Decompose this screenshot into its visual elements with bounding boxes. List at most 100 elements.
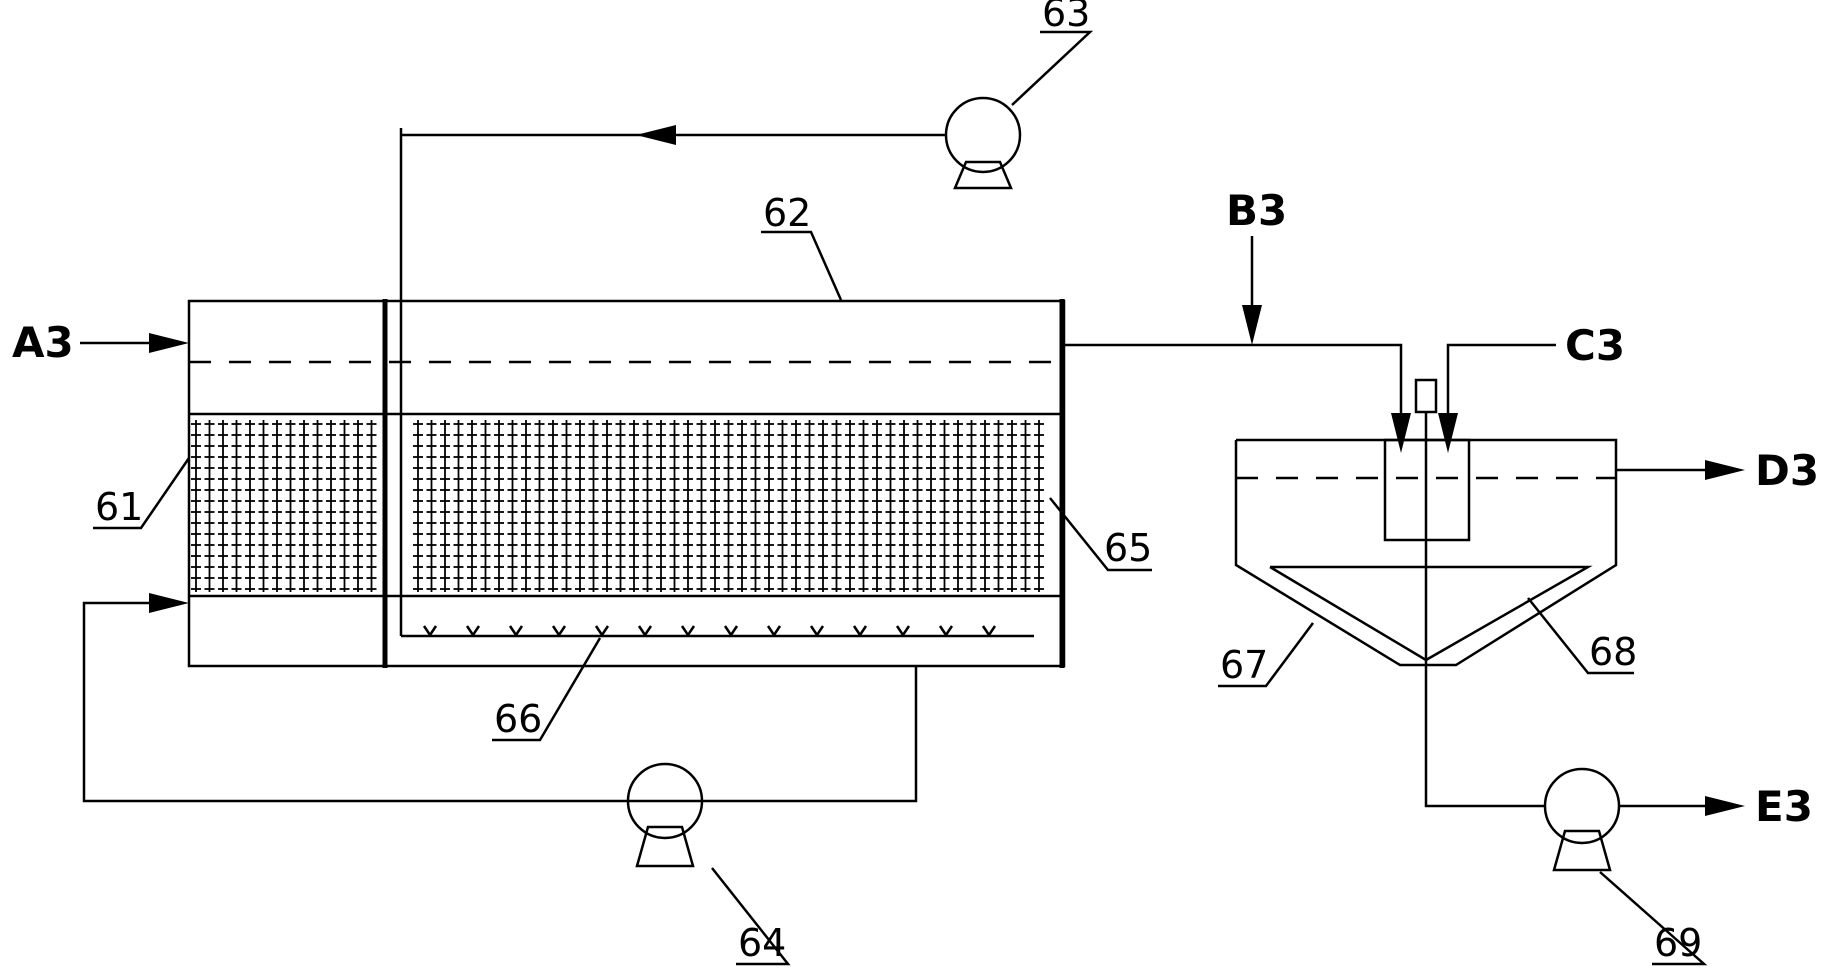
media-strand bbox=[602, 420, 612, 592]
media-strand bbox=[966, 420, 977, 592]
label-69: 69 bbox=[1654, 921, 1702, 965]
media-strand bbox=[804, 420, 815, 592]
media-strand bbox=[791, 420, 801, 592]
media-strand bbox=[453, 420, 464, 592]
label-68: 68 bbox=[1589, 630, 1637, 674]
media-strand bbox=[548, 420, 558, 592]
leader-65 bbox=[1049, 497, 1152, 572]
media-strand bbox=[656, 420, 666, 592]
leader-69 bbox=[1599, 871, 1708, 966]
media-strand bbox=[845, 420, 855, 592]
label-65: 65 bbox=[1104, 526, 1152, 570]
media-strand bbox=[885, 420, 896, 592]
media-strand bbox=[366, 420, 377, 592]
media-strand bbox=[191, 420, 201, 592]
diffuser-nozzle bbox=[508, 625, 524, 638]
media-strand bbox=[521, 420, 531, 592]
diffuser-nozzle bbox=[637, 625, 653, 638]
label-c3: C3 bbox=[1565, 321, 1625, 370]
label-a3: A3 bbox=[12, 318, 74, 367]
media-strand bbox=[669, 420, 680, 592]
media-strand bbox=[912, 420, 923, 592]
flow-arrow-left bbox=[636, 125, 676, 145]
media-strand bbox=[737, 420, 747, 592]
influent-a3-line bbox=[80, 333, 189, 353]
media-strand bbox=[1007, 420, 1017, 592]
leader-61 bbox=[93, 457, 191, 530]
label-e3: E3 bbox=[1755, 782, 1813, 831]
leader-62 bbox=[761, 230, 843, 301]
media-strand bbox=[629, 420, 639, 592]
media-strand bbox=[723, 420, 734, 592]
settler-outline bbox=[1234, 438, 1618, 667]
media-strand bbox=[480, 420, 491, 592]
media-strand bbox=[413, 420, 423, 592]
media-strand bbox=[899, 420, 909, 592]
media-strand bbox=[312, 420, 323, 592]
media-strand bbox=[245, 420, 255, 592]
media-strand bbox=[764, 420, 774, 592]
media-strand bbox=[696, 420, 707, 592]
label-67: 67 bbox=[1220, 643, 1268, 687]
media-strand bbox=[575, 420, 585, 592]
reactor-outline bbox=[187, 299, 1066, 668]
media-strand bbox=[218, 420, 228, 592]
media-strand bbox=[710, 420, 720, 592]
label-d3: D3 bbox=[1755, 446, 1819, 495]
media-strand bbox=[615, 420, 626, 592]
effluent-d3-line bbox=[1616, 460, 1745, 480]
media-strand bbox=[750, 420, 761, 592]
diffuser-nozzle bbox=[938, 625, 954, 638]
leader-67 bbox=[1218, 622, 1315, 688]
leader-68 bbox=[1527, 597, 1634, 675]
diffusers bbox=[422, 625, 997, 638]
recycle-line bbox=[82, 593, 918, 803]
media-strand bbox=[258, 420, 269, 592]
media-strand bbox=[426, 420, 437, 592]
media-strand bbox=[953, 420, 963, 592]
dosing-c3-line bbox=[1438, 343, 1556, 453]
media-strand bbox=[561, 420, 572, 592]
media-strand bbox=[777, 420, 788, 592]
diffuser-nozzle bbox=[852, 625, 868, 638]
media-strand bbox=[818, 420, 828, 592]
media-strand bbox=[980, 420, 990, 592]
diffuser-nozzle bbox=[594, 625, 610, 638]
drive-motor bbox=[1414, 378, 1438, 414]
leader-66 bbox=[492, 637, 602, 742]
diffuser-nozzle bbox=[551, 625, 567, 638]
diffuser-nozzle bbox=[723, 625, 739, 638]
label-62: 62 bbox=[763, 191, 811, 235]
pump-63 bbox=[944, 96, 1022, 190]
recycle-arrow bbox=[149, 593, 189, 613]
media-strand bbox=[272, 420, 282, 592]
media-strand bbox=[872, 420, 882, 592]
label-61: 61 bbox=[95, 485, 143, 529]
media-strand bbox=[353, 420, 363, 592]
media-strand bbox=[326, 420, 336, 592]
diffuser-nozzle bbox=[809, 625, 825, 638]
label-66: 66 bbox=[494, 697, 542, 741]
leader-64 bbox=[711, 867, 791, 966]
media-strand bbox=[534, 420, 545, 592]
pump-69 bbox=[1543, 767, 1621, 872]
media-strand bbox=[285, 420, 296, 592]
diffuser-nozzle bbox=[895, 625, 911, 638]
media-strand bbox=[858, 420, 869, 592]
media-strand bbox=[642, 420, 653, 592]
label-64: 64 bbox=[738, 921, 786, 965]
media-strand bbox=[440, 420, 450, 592]
diffuser-nozzle bbox=[422, 625, 438, 638]
media-strand bbox=[299, 420, 309, 592]
media-strand bbox=[467, 420, 477, 592]
leader-lines bbox=[93, 30, 1708, 966]
media-strand bbox=[204, 420, 215, 592]
media-strand bbox=[339, 420, 350, 592]
air-supply-line bbox=[401, 125, 946, 145]
media-strand bbox=[1034, 420, 1044, 592]
media-strand bbox=[831, 420, 842, 592]
diffuser-nozzle bbox=[465, 625, 481, 638]
pump-64 bbox=[626, 762, 704, 868]
media-strand bbox=[588, 420, 599, 592]
media-strand bbox=[1020, 420, 1031, 592]
